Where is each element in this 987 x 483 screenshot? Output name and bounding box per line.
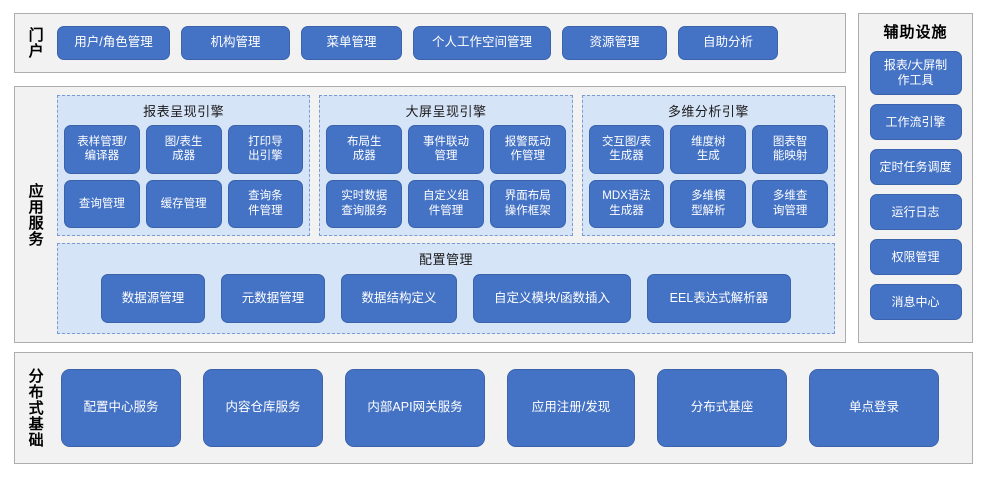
config-button-3[interactable]: 自定义模块/函数插入 <box>473 274 631 323</box>
portal-band-label: 门户 <box>26 27 44 59</box>
auxiliary-facilities-list: 报表/大屏制 作工具工作流引擎定时任务调度运行日志权限管理消息中心 <box>859 51 972 320</box>
engine-1-button-2[interactable]: 报警既动 作管理 <box>489 125 566 174</box>
engine-title-0: 报表呈现引擎 <box>143 104 225 119</box>
application-services-band-label: 应用服务 <box>26 182 44 247</box>
engines-row: 报表呈现引擎表样管理/ 编译器图/表生 成器打印导 出引擎查询管理缓存管理查询条… <box>57 95 835 236</box>
engine-0-button-0[interactable]: 表样管理/ 编译器 <box>64 125 140 174</box>
portal-button-2[interactable]: 菜单管理 <box>301 26 402 60</box>
config-button-2[interactable]: 数据结构定义 <box>341 274 457 323</box>
engine-2-button-5[interactable]: 多维查 询管理 <box>752 179 828 228</box>
engine-1-button-3[interactable]: 实时数据 查询服务 <box>326 179 403 228</box>
distributed-button-3[interactable]: 应用注册/发现 <box>507 369 635 447</box>
distributed-button-5[interactable]: 单点登录 <box>809 369 939 447</box>
aux-button-5[interactable]: 消息中心 <box>869 284 962 320</box>
auxiliary-facilities-section: 辅助设施 报表/大屏制 作工具工作流引擎定时任务调度运行日志权限管理消息中心 <box>858 13 973 343</box>
engine-grid-0: 表样管理/ 编译器图/表生 成器打印导 出引擎查询管理缓存管理查询条 件管理 <box>64 125 304 228</box>
config-management-title: 配置管理 <box>418 252 473 267</box>
engine-0-button-3[interactable]: 查询管理 <box>64 179 140 228</box>
engine-title-1: 大屏呈现引擎 <box>405 104 487 119</box>
portal-button-5[interactable]: 自助分析 <box>678 26 778 60</box>
distributed-foundation-row: 配置中心服务内容仓库服务内部API网关服务应用注册/发现分布式基座单点登录 <box>55 353 972 463</box>
engine-title-2: 多维分析引擎 <box>667 104 749 119</box>
engine-group-2: 多维分析引擎交互图/表 生成器维度树 生成图表智 能映射 MDX语法 生成器多维模… <box>581 95 835 236</box>
distributed-button-2[interactable]: 内部API网关服务 <box>345 369 485 447</box>
engine-2-button-1[interactable]: 维度树 生成 <box>670 125 747 174</box>
portal-button-0[interactable]: 用户/角色管理 <box>57 26 170 60</box>
engine-2-button-2[interactable]: 图表智 能映射 <box>752 125 828 174</box>
engine-1-button-0[interactable]: 布局生 成器 <box>326 125 403 174</box>
distributed-button-1[interactable]: 内容仓库服务 <box>203 369 323 447</box>
engine-0-button-4[interactable]: 缓存管理 <box>145 179 222 228</box>
engine-group-0: 报表呈现引擎表样管理/ 编译器图/表生 成器打印导 出引擎查询管理缓存管理查询条… <box>57 95 311 236</box>
engine-1-button-1[interactable]: 事件联动 管理 <box>408 125 484 174</box>
aux-button-2[interactable]: 定时任务调度 <box>869 149 962 185</box>
engine-0-button-5[interactable]: 查询条 件管理 <box>227 179 304 228</box>
aux-button-4[interactable]: 权限管理 <box>869 239 962 275</box>
distributed-button-0[interactable]: 配置中心服务 <box>61 369 181 447</box>
config-button-1[interactable]: 元数据管理 <box>221 274 325 323</box>
aux-button-3[interactable]: 运行日志 <box>869 194 962 230</box>
distributed-button-4[interactable]: 分布式基座 <box>657 369 787 447</box>
config-button-0[interactable]: 数据源管理 <box>101 274 205 323</box>
distributed-foundation-band-label: 分布式基础 <box>26 368 44 448</box>
engine-2-button-4[interactable]: 多维模 型解析 <box>670 179 747 228</box>
portal-button-1[interactable]: 机构管理 <box>181 26 290 60</box>
engine-group-1: 大屏呈现引擎布局生 成器事件联动 管理报警既动 作管理实时数据 查询服务自定义组… <box>319 95 573 236</box>
distributed-foundation-section: 分布式基础 配置中心服务内容仓库服务内部API网关服务应用注册/发现分布式基座单… <box>14 352 973 464</box>
portal-button-row: 用户/角色管理机构管理菜单管理个人工作空间管理资源管理自助分析 <box>55 14 845 72</box>
application-services-content: 报表呈现引擎表样管理/ 编译器图/表生 成器打印导 出引擎查询管理缓存管理查询条… <box>55 87 845 342</box>
auxiliary-facilities-title: 辅助设施 <box>883 24 948 41</box>
aux-button-1[interactable]: 工作流引擎 <box>869 104 962 140</box>
engine-grid-2: 交互图/表 生成器维度树 生成图表智 能映射 MDX语法 生成器多维模 型解析多维… <box>588 125 828 228</box>
engine-0-button-2[interactable]: 打印导 出引擎 <box>227 125 304 174</box>
engine-0-button-1[interactable]: 图/表生 成器 <box>145 125 222 174</box>
portal-section: 门户 用户/角色管理机构管理菜单管理个人工作空间管理资源管理自助分析 <box>14 13 846 73</box>
engine-1-button-4[interactable]: 自定义组 件管理 <box>408 179 484 228</box>
portal-button-3[interactable]: 个人工作空间管理 <box>413 26 551 60</box>
engine-grid-1: 布局生 成器事件联动 管理报警既动 作管理实时数据 查询服务自定义组 件管理界面… <box>326 125 566 228</box>
config-management-group: 配置管理 数据源管理元数据管理数据结构定义自定义模块/函数插入 EEL表达式解析器 <box>57 243 835 334</box>
engine-1-button-5[interactable]: 界面布局 操作框架 <box>489 179 566 228</box>
engine-2-button-0[interactable]: 交互图/表 生成器 <box>588 125 665 174</box>
config-management-row: 数据源管理元数据管理数据结构定义自定义模块/函数插入 EEL表达式解析器 <box>64 274 828 325</box>
aux-button-0[interactable]: 报表/大屏制 作工具 <box>869 51 962 95</box>
application-services-section: 应用服务 报表呈现引擎表样管理/ 编译器图/表生 成器打印导 出引擎查询管理缓存… <box>14 86 846 343</box>
portal-button-4[interactable]: 资源管理 <box>562 26 667 60</box>
config-button-4[interactable]: EEL表达式解析器 <box>647 274 791 323</box>
engine-2-button-3[interactable]: MDX语法 生成器 <box>588 179 665 228</box>
